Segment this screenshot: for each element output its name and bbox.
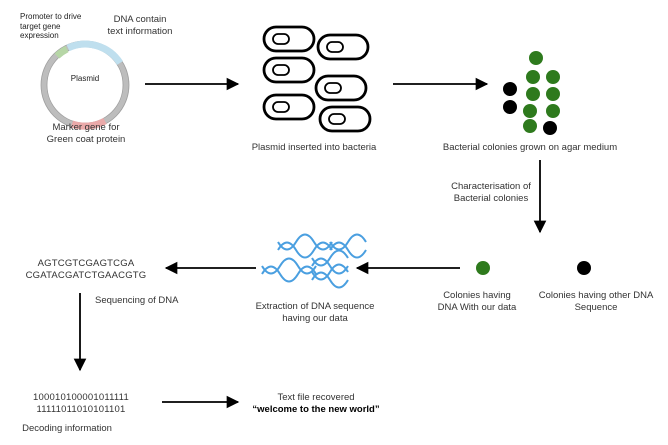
colony-other-label: Colonies having other DNA Sequence xyxy=(538,290,654,313)
binary-text: 100010100001011111 11111011010101101 xyxy=(33,392,129,415)
bacteria-label: Plasmid inserted into bacteria xyxy=(251,142,377,153)
plasmid-name: Plasmid xyxy=(70,74,100,83)
colony-ours-label: Colonies having DNA With our data xyxy=(437,290,517,313)
recovered-label: Text file recovered “welcome to the new … xyxy=(252,392,380,415)
flow-arrows xyxy=(73,77,547,409)
colony-other-dot xyxy=(577,261,591,275)
sequencing-label: Sequencing of DNA xyxy=(95,295,179,306)
dna-helix-group xyxy=(261,233,367,289)
dna-segment xyxy=(66,40,123,66)
plasmid-diagram xyxy=(40,40,130,130)
marker-segment xyxy=(70,117,107,130)
promoter-label: Promoter to drive target gene expression xyxy=(20,12,82,40)
dna-info-label: DNA contain text information xyxy=(107,14,173,37)
colonies-label: Bacterial colonies grown on agar medium xyxy=(442,142,618,153)
colonies-group xyxy=(503,51,560,135)
marker-gene-label: Marker gene for Green coat protein xyxy=(46,122,126,145)
dna-sequence-text: AGTCGTCGAGTCGA CGATACGATCTGAACGTG xyxy=(25,258,147,281)
extraction-label: Extraction of DNA sequence having our da… xyxy=(255,301,375,324)
decoding-label: Decoding information xyxy=(22,423,112,434)
recovered-text: “welcome to the new world” xyxy=(252,404,380,415)
promoter-segment xyxy=(54,45,69,59)
colony-ours-dot xyxy=(476,261,490,275)
bacteria-group xyxy=(262,25,372,133)
characterisation-label: Characterisation of Bacterial colonies xyxy=(451,181,531,204)
